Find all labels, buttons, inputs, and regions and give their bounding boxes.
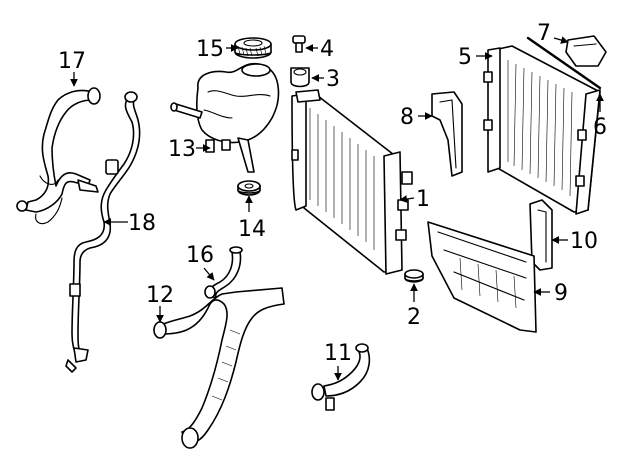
callout-17: 17 xyxy=(58,49,86,74)
coolant-pipe-part-18 xyxy=(65,91,141,373)
callout-13: 13 xyxy=(168,137,196,162)
callout-6: 6 xyxy=(593,115,607,140)
lower-hose-part-12 xyxy=(153,287,285,449)
air-deflector-part-9 xyxy=(427,221,537,333)
callout-18: 18 xyxy=(128,211,156,236)
callout-1: 1 xyxy=(416,187,430,212)
short-hose-part-11 xyxy=(311,343,371,411)
callout-2: 2 xyxy=(407,305,421,330)
side-seal-part-8 xyxy=(431,91,463,177)
tank-mount-part-14 xyxy=(237,180,261,196)
seal-bracket-part-7 xyxy=(526,35,607,90)
callout-14: 14 xyxy=(238,217,266,242)
callout-7: 7 xyxy=(537,21,551,46)
callout-12: 12 xyxy=(146,283,174,308)
upper-hose-part-17 xyxy=(16,87,101,225)
callout-3: 3 xyxy=(326,67,340,92)
callout-11: 11 xyxy=(324,341,352,366)
radiator-part-1 xyxy=(291,89,413,275)
tank-cap-part-15 xyxy=(234,37,272,59)
callout-labels: 1 2 3 4 5 6 7 8 9 10 11 12 13 14 15 16 1… xyxy=(58,21,607,366)
callout-4: 4 xyxy=(320,37,334,62)
expansion-tank-part-13 xyxy=(170,62,280,173)
leader-1 xyxy=(399,195,415,203)
clip-part-3 xyxy=(290,67,310,88)
callout-16: 16 xyxy=(186,243,214,268)
callout-8: 8 xyxy=(400,105,414,130)
radiator-mount-part-2 xyxy=(404,269,424,283)
bleeder-screw-part-4 xyxy=(292,35,306,53)
callout-9: 9 xyxy=(554,281,568,306)
leader-16 xyxy=(203,267,215,281)
callout-10: 10 xyxy=(570,229,598,254)
callout-5: 5 xyxy=(458,45,472,70)
leader-7 xyxy=(553,36,569,44)
condenser-part-5 xyxy=(483,45,601,215)
leader-lines xyxy=(70,36,604,381)
callout-15: 15 xyxy=(196,37,224,62)
